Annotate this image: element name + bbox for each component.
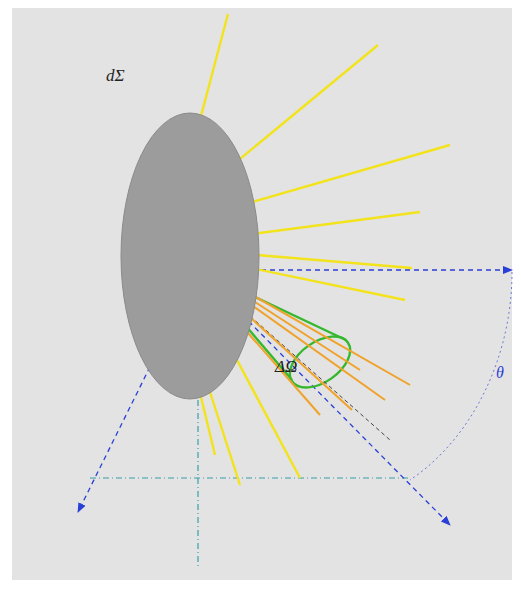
ellipse-outline: [120, 112, 260, 400]
background-panel: [12, 8, 512, 580]
solid-angle-label: ΔΩ: [275, 357, 297, 377]
surface-label: dΣ: [106, 66, 125, 86]
surface-element: dΣ: [120, 112, 260, 400]
angle-label: θ: [496, 364, 504, 382]
